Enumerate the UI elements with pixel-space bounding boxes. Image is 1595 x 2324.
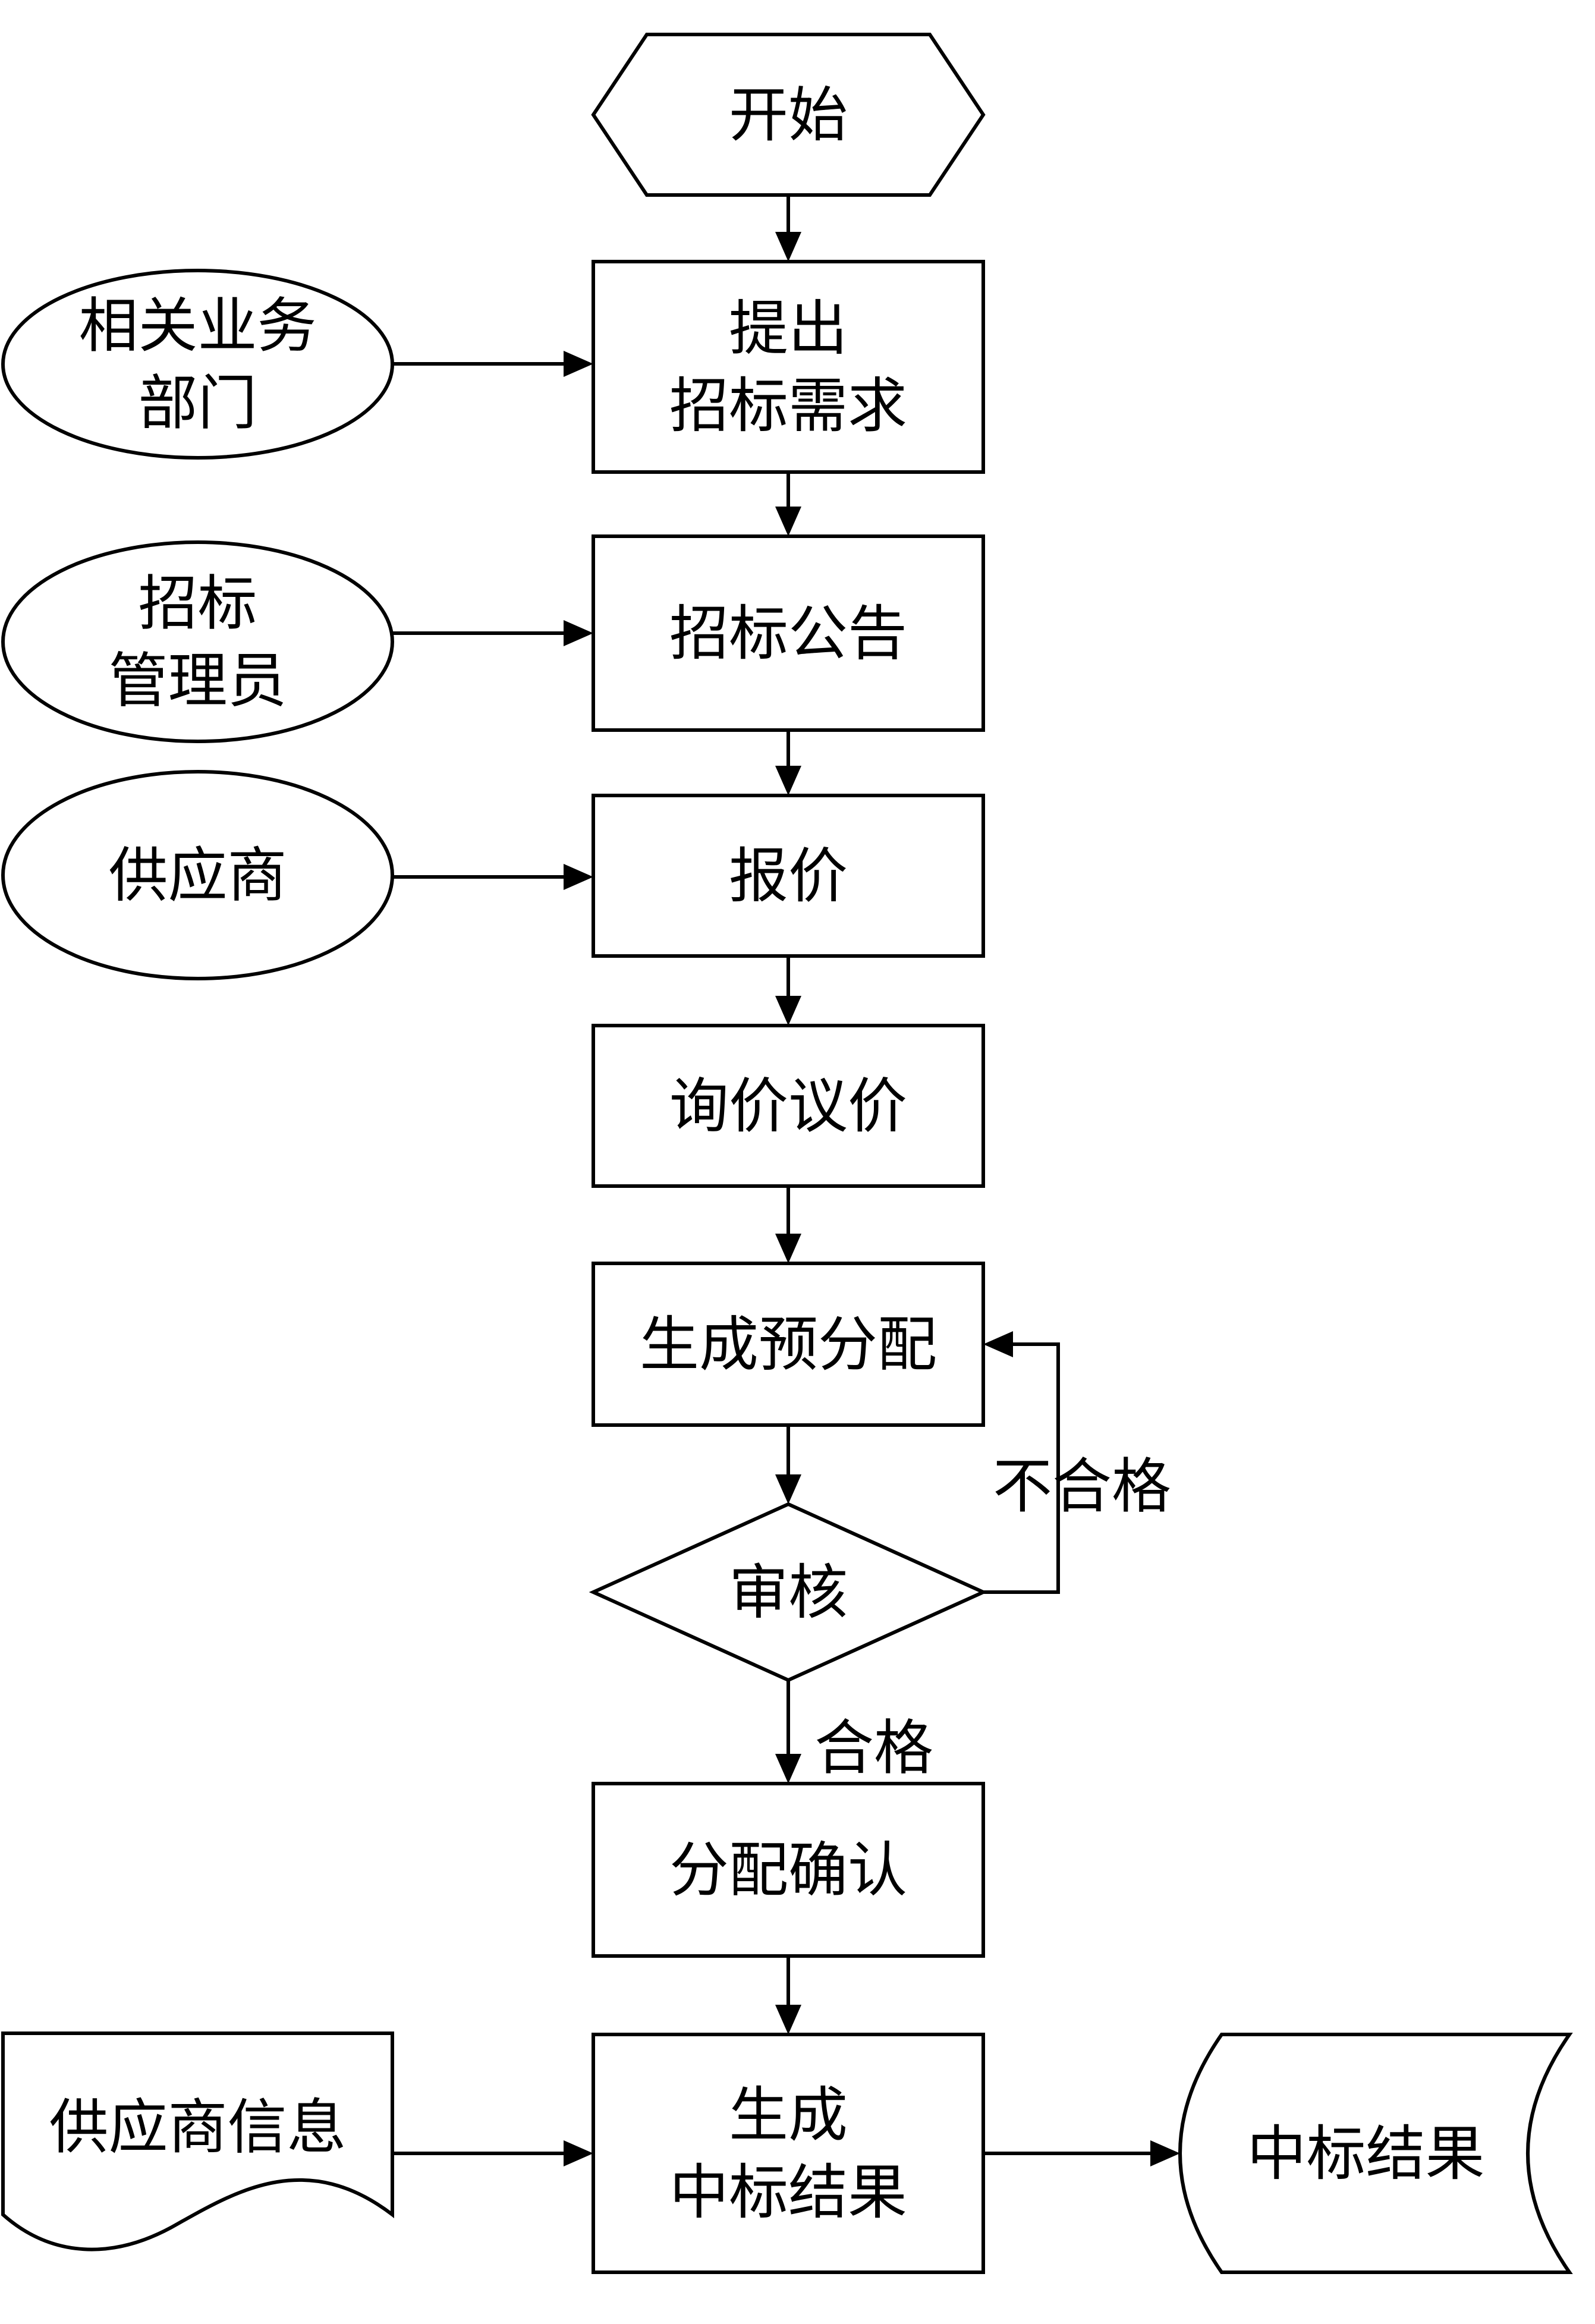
edge-negotiate-to-pre-allocate bbox=[775, 1186, 801, 1263]
node-supplier-info-label: 供应商信息 bbox=[49, 2092, 347, 2162]
node-supplier-info-label-line: 供应商信息 bbox=[49, 2092, 347, 2162]
arrowhead bbox=[775, 996, 801, 1026]
node-negotiate bbox=[592, 1024, 985, 1188]
arrowhead bbox=[775, 232, 801, 262]
node-pre-allocate-outline bbox=[592, 1262, 985, 1427]
edge-bid-admin-to-announcement bbox=[392, 620, 593, 646]
node-business-dept-label-line: 部门 bbox=[139, 368, 257, 438]
node-pre-allocate-label: 生成预分配 bbox=[640, 1310, 937, 1379]
arrowhead bbox=[775, 1754, 801, 1784]
node-business-dept-label: 相关业务部门 bbox=[79, 291, 317, 438]
node-bid-admin bbox=[1, 540, 394, 743]
node-generate-result-label: 生成中标结果 bbox=[669, 2080, 907, 2227]
arrowhead bbox=[983, 1331, 1013, 1357]
node-supplier-info-outline bbox=[1, 2031, 394, 2251]
node-bid-admin-label-line: 招标 bbox=[139, 568, 257, 638]
edge-review-to-pre-allocate bbox=[983, 1331, 1060, 1594]
node-announcement-label: 招标公告 bbox=[669, 599, 907, 668]
node-start-label-line: 开始 bbox=[729, 80, 848, 150]
node-supplier-label-line: 供应商 bbox=[109, 841, 287, 910]
node-raise-demand-label-line: 提出 bbox=[729, 294, 848, 363]
edge-label: 不合格 bbox=[993, 1452, 1171, 1521]
node-bid-result-outline bbox=[1178, 2033, 1573, 2274]
edge-review-to-confirm bbox=[775, 1680, 801, 1784]
node-negotiate-label: 询价议价 bbox=[669, 1071, 907, 1141]
arrowhead bbox=[564, 351, 593, 377]
node-confirm bbox=[592, 1782, 985, 1958]
edge-announcement-to-quote bbox=[775, 730, 801, 795]
edge-quote-to-negotiate bbox=[775, 956, 801, 1026]
node-confirm-label-line: 分配确认 bbox=[669, 1835, 907, 1905]
edge-supplier-info-to-generate-result bbox=[392, 2140, 593, 2166]
node-negotiate-outline bbox=[592, 1024, 985, 1188]
node-start-outline bbox=[591, 33, 986, 197]
node-generate-result-outline bbox=[592, 2033, 985, 2274]
arrowhead bbox=[775, 507, 801, 536]
node-announcement-outline bbox=[592, 534, 985, 732]
node-negotiate-label-line: 询价议价 bbox=[669, 1071, 907, 1141]
node-review-outline bbox=[589, 1502, 988, 1683]
node-generate-result bbox=[592, 2033, 985, 2274]
node-pre-allocate-label-line: 生成预分配 bbox=[640, 1310, 937, 1379]
nodes-layer bbox=[1, 33, 1573, 2274]
edge-pre-allocate-to-review bbox=[775, 1425, 801, 1504]
node-bid-admin-label-line: 管理员 bbox=[109, 646, 287, 715]
node-quote-label-line: 报价 bbox=[729, 841, 848, 911]
node-business-dept-outline bbox=[1, 269, 394, 460]
edge-supplier-to-quote bbox=[392, 864, 593, 890]
node-confirm-label: 分配确认 bbox=[669, 1835, 907, 1905]
node-generate-result-label-line: 中标结果 bbox=[669, 2158, 907, 2227]
node-raise-demand-label-line: 招标需求 bbox=[669, 371, 907, 441]
node-business-dept-label-line: 相关业务 bbox=[79, 291, 317, 360]
arrowhead bbox=[564, 2140, 593, 2166]
node-start-label: 开始 bbox=[729, 80, 848, 150]
node-review-label-line: 审核 bbox=[729, 1558, 848, 1627]
node-raise-demand-outline bbox=[592, 260, 985, 474]
node-quote bbox=[592, 794, 985, 958]
node-pre-allocate bbox=[592, 1262, 985, 1427]
node-supplier bbox=[1, 770, 394, 980]
node-raise-demand-label: 提出招标需求 bbox=[669, 294, 907, 441]
arrowhead bbox=[775, 1474, 801, 1504]
node-quote-outline bbox=[592, 794, 985, 958]
node-business-dept bbox=[1, 269, 394, 460]
arrowhead bbox=[564, 864, 593, 890]
node-supplier-label: 供应商 bbox=[109, 841, 287, 910]
edge-label: 合格 bbox=[814, 1713, 933, 1783]
node-bid-result-label-line: 中标结果 bbox=[1247, 2119, 1485, 2188]
arrowhead bbox=[775, 1234, 801, 1263]
node-quote-label: 报价 bbox=[729, 841, 848, 911]
node-bid-result-label: 中标结果 bbox=[1247, 2119, 1485, 2188]
arrowhead bbox=[564, 620, 593, 646]
edge-line bbox=[983, 1342, 1060, 1594]
node-review bbox=[589, 1502, 988, 1683]
node-generate-result-label-line: 生成 bbox=[729, 2080, 848, 2150]
edges-layer bbox=[392, 195, 1180, 2166]
edge-start-to-raise-demand bbox=[775, 195, 801, 262]
node-supplier-outline bbox=[1, 770, 394, 980]
node-bid-admin-outline bbox=[1, 540, 394, 743]
node-announcement bbox=[592, 534, 985, 732]
node-review-label: 审核 bbox=[729, 1558, 848, 1627]
node-raise-demand bbox=[592, 260, 985, 474]
node-announcement-label-line: 招标公告 bbox=[669, 599, 907, 668]
node-bid-admin-label: 招标管理员 bbox=[109, 568, 287, 715]
edge-business-dept-to-raise-demand bbox=[392, 351, 593, 377]
arrowhead bbox=[775, 766, 801, 795]
edge-confirm-to-generate-result bbox=[775, 1956, 801, 2034]
node-confirm-outline bbox=[592, 1782, 985, 1958]
edge-generate-result-to-bid-result bbox=[983, 2140, 1180, 2166]
node-bid-result bbox=[1178, 2033, 1573, 2274]
node-start bbox=[591, 33, 986, 197]
node-supplier-info bbox=[1, 2031, 394, 2251]
arrowhead bbox=[1150, 2140, 1180, 2166]
arrowhead bbox=[775, 2005, 801, 2034]
edge-raise-demand-to-announcement bbox=[775, 472, 801, 536]
